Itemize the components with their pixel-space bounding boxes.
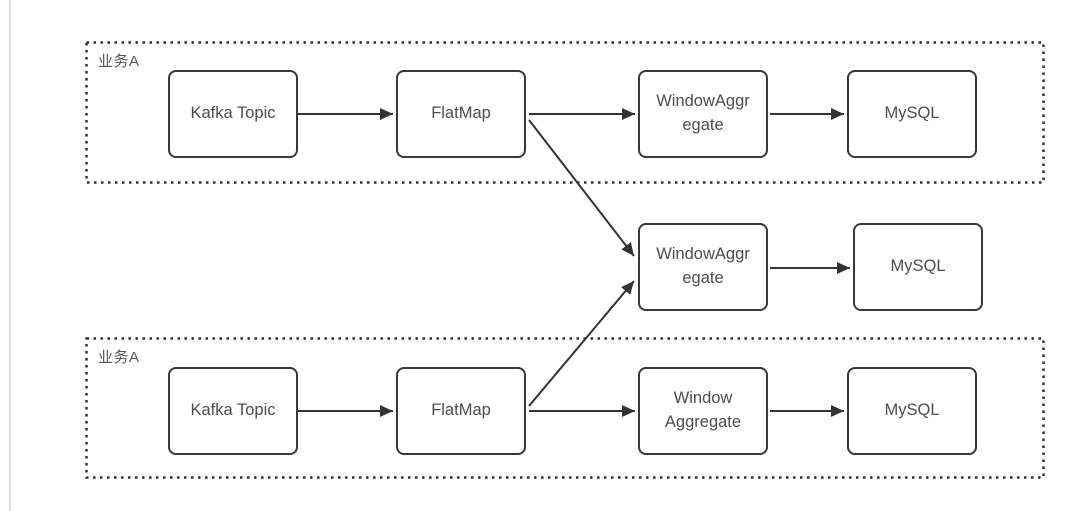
group-label-business-a-top: 业务A xyxy=(98,53,140,70)
node-label: Window Aggregate xyxy=(664,389,742,431)
group-label-business-a-bottom: 业务A xyxy=(98,349,140,366)
node-window-aggregate-top: WindowAggregate xyxy=(638,70,768,158)
node-window-aggregate-bottom: Window Aggregate xyxy=(638,367,768,455)
node-label: WindowAggregate xyxy=(656,92,750,134)
node-label: MySQL xyxy=(890,257,946,276)
group-business-a-bottom-border xyxy=(85,337,1045,479)
node-label: MySQL xyxy=(884,401,940,420)
node-mysql-middle: MySQL xyxy=(853,223,983,311)
node-label: FlatMap xyxy=(431,104,491,123)
node-mysql-top: MySQL xyxy=(847,70,977,158)
node-kafka-topic-top: Kafka Topic xyxy=(168,70,298,158)
node-label: MySQL xyxy=(884,104,940,123)
group-business-a-top-border xyxy=(85,41,1045,184)
node-label: Kafka Topic xyxy=(190,401,276,420)
node-kafka-topic-bottom: Kafka Topic xyxy=(168,367,298,455)
edge-flatmap-top-to-winagg-mid xyxy=(528,119,635,257)
node-window-aggregate-middle: WindowAggregate xyxy=(638,223,768,311)
node-label: WindowAggregate xyxy=(656,245,750,287)
node-flatmap-top: FlatMap xyxy=(396,70,526,158)
node-mysql-bottom: MySQL xyxy=(847,367,977,455)
node-flatmap-bottom: FlatMap xyxy=(396,367,526,455)
left-rule-line xyxy=(9,0,11,511)
edge-flatmap-bot-to-winagg-mid xyxy=(528,280,635,407)
node-label: Kafka Topic xyxy=(190,104,276,123)
node-label: FlatMap xyxy=(431,401,491,420)
